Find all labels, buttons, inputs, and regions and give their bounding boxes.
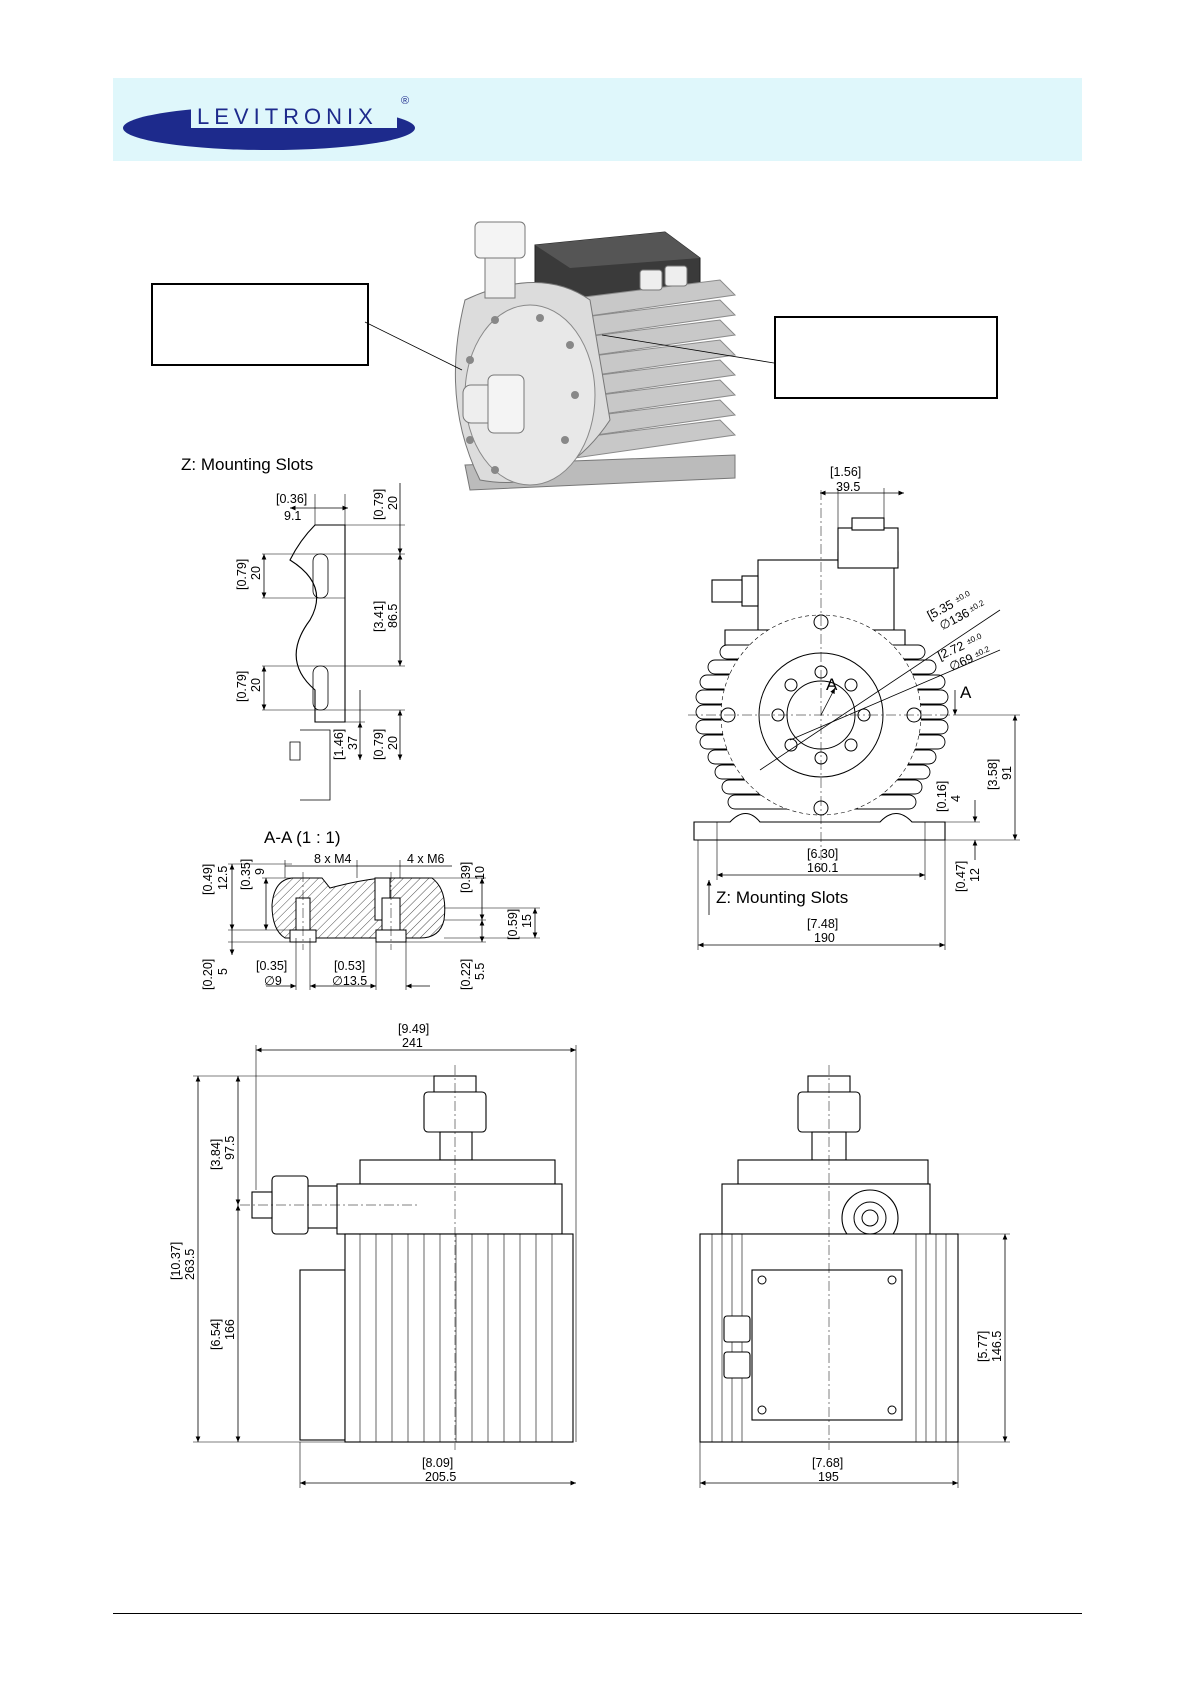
dim-aa-4-mm: 15 xyxy=(520,914,534,928)
dim-foot-height-in: [0.16] xyxy=(935,781,949,812)
front-view: A A [1.56] 39.5 [5.35 ±0.0 ∅136 ±0.2 [2.… xyxy=(688,465,1020,950)
dim-slot-pitch-mm: 86.5 xyxy=(386,604,400,628)
dim-bolt-outer-tol-a: ±0.0 xyxy=(954,589,972,604)
dim-slot1-in: [0.79] xyxy=(235,559,249,590)
dim-aa-5-mm: 5 xyxy=(216,968,230,975)
dim-overall-length-mm: 241 xyxy=(402,1036,423,1050)
dim-aa-7-mm: ∅13.5 xyxy=(332,974,367,988)
dim-aa-4-in: [0.59] xyxy=(506,909,520,940)
header-banner: LEVITRONIX ® xyxy=(113,78,1082,161)
dim-axis-height-in: [3.58] xyxy=(986,759,1000,790)
dim-foot-thick-mm: 12 xyxy=(968,868,982,882)
dim-inlet-height-mm: 97.5 xyxy=(223,1136,237,1160)
logo-wordmark: LEVITRONIX xyxy=(197,104,378,129)
callout-leader-left xyxy=(364,321,463,371)
dim-rear-height-mm: 146.5 xyxy=(990,1331,1004,1362)
dim-slot1-mm: 20 xyxy=(249,566,263,580)
dim-slot2-in: [0.79] xyxy=(235,671,249,702)
dim-aa-3-in: [0.39] xyxy=(459,862,473,893)
thread-m6-label: 4 x M6 xyxy=(407,852,445,866)
front-mounting-label: Z: Mounting Slots xyxy=(716,888,848,907)
dim-rear-width-mm: 195 xyxy=(818,1470,839,1484)
dim-body-height-mm: 166 xyxy=(223,1319,237,1340)
dim-top-mm: 20 xyxy=(386,496,400,510)
dim-aa-3-mm: 10 xyxy=(473,866,487,880)
section-a-a: A-A (1 : 1) 8 x M4 4 x M6 [0.49] 12.5 [0… xyxy=(201,828,540,990)
section-marker-right: A xyxy=(960,683,972,702)
dim-slot-pitch-in: [3.41] xyxy=(372,601,386,632)
dim-slot-width-in: [0.36] xyxy=(276,492,307,506)
callout-box-right xyxy=(774,316,998,399)
section-title: A-A (1 : 1) xyxy=(264,828,341,847)
dim-base-width-in: [7.48] xyxy=(807,917,838,931)
dim-slot-pitch-in: [6.30] xyxy=(807,847,838,861)
rear-view: [5.77] 146.5 [7.68] 195 xyxy=(699,1065,1010,1488)
dim-foot-thick-in: [0.47] xyxy=(954,861,968,892)
dim-base-width-mm: 190 xyxy=(814,931,835,945)
dim-foot-mm: 37 xyxy=(346,736,360,750)
dim-overall-length-in: [9.49] xyxy=(398,1022,429,1036)
callout-leader-right xyxy=(601,334,775,364)
dim-overall-height-mm: 263.5 xyxy=(183,1249,197,1280)
dim-bolt-inner-tol-a: ±0.0 xyxy=(965,631,983,646)
dim-bolt-outer-tol-b: ±0.2 xyxy=(968,598,986,613)
dim-foot-in: [1.46] xyxy=(332,729,346,760)
dim-top-in: [0.79] xyxy=(372,489,386,520)
dim-aa-5-in: [0.20] xyxy=(201,959,215,990)
dim-bolt-inner-tol-b: ±0.2 xyxy=(973,644,991,659)
dim-slot2-mm: 20 xyxy=(249,678,263,692)
mounting-detail-title: Z: Mounting Slots xyxy=(181,455,313,474)
footer-rule xyxy=(113,1613,1082,1614)
dim-outlet-mm: 39.5 xyxy=(836,480,860,494)
dim-body-length-in: [8.09] xyxy=(422,1456,453,1470)
dim-rear-width-in: [7.68] xyxy=(812,1456,843,1470)
dim-slot-width-mm: 9.1 xyxy=(284,509,301,523)
dim-aa-2-mm: 9 xyxy=(253,868,267,875)
dim-aa-6-in: [0.35] xyxy=(256,959,287,973)
registered-mark: ® xyxy=(401,95,409,107)
dim-slot-pitch-mm: 160.1 xyxy=(807,861,838,875)
pump-3d-render xyxy=(454,221,737,491)
dim-aa-7-in: [0.53] xyxy=(334,959,365,973)
thread-m4-label: 8 x M4 xyxy=(314,852,352,866)
dim-body-length-mm: 205.5 xyxy=(425,1470,456,1484)
dim-aa-8-mm: 5.5 xyxy=(473,963,487,980)
dim-outlet-in: [1.56] xyxy=(830,465,861,479)
dim-aa-2-in: [0.35] xyxy=(239,859,253,890)
dim-aa-1-mm: 12.5 xyxy=(216,866,230,890)
dim-inlet-height-in: [3.84] xyxy=(209,1139,223,1170)
dim-rear-height-in: [5.77] xyxy=(976,1331,990,1362)
side-view: [9.49] 241 [10.37] 263.5 [3.84] 97.5 [6.… xyxy=(169,1022,577,1488)
levitronix-logo: LEVITRONIX ® xyxy=(123,95,415,150)
mounting-slot-detail: Z: Mounting Slots [0.36] 9.1 [0.79] 20 [… xyxy=(181,455,405,801)
dim-axis-height-mm: 91 xyxy=(1000,766,1014,780)
section-marker-label: A xyxy=(826,675,838,694)
dim-overall-height-in: [10.37] xyxy=(169,1242,183,1280)
dim-body-height-in: [6.54] xyxy=(209,1319,223,1350)
dim-aa-1-in: [0.49] xyxy=(201,864,215,895)
dim-bottom-in: [0.79] xyxy=(372,729,386,760)
dim-bottom-mm: 20 xyxy=(386,736,400,750)
callout-box-left xyxy=(151,283,369,366)
dim-foot-height-mm: 4 xyxy=(949,795,963,802)
dim-aa-8-in: [0.22] xyxy=(459,959,473,990)
dim-aa-6-mm: ∅9 xyxy=(264,974,282,988)
